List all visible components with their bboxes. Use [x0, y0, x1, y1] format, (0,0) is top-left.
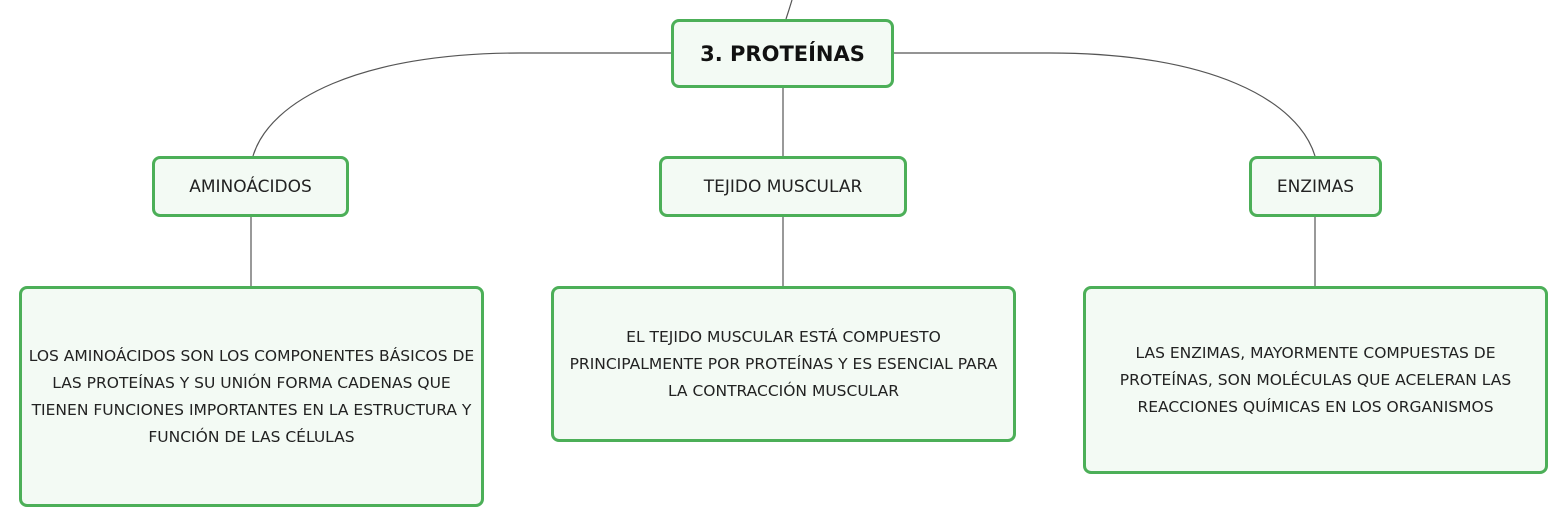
topic-node-tejido-muscular[interactable]: TEJIDO MUSCULAR [659, 156, 907, 217]
topic-node-label: TEJIDO MUSCULAR [703, 176, 863, 197]
connector-root-enzimas [894, 52, 1316, 157]
connector-root-aminoacidos [252, 52, 671, 157]
detail-node-aminoacidos[interactable]: LOS AMINOÁCIDOS SON LOS COMPONENTES BÁSI… [19, 286, 484, 507]
topic-node-aminoacidos[interactable]: AMINOÁCIDOS [152, 156, 349, 217]
root-node-label: 3. PROTEÍNAS [700, 41, 865, 66]
detail-node-text: EL TEJIDO MUSCULAR ESTÁ COMPUESTO PRINCI… [569, 327, 998, 400]
detail-node-enzimas[interactable]: LAS ENZIMAS, MAYORMENTE COMPUESTAS DE PR… [1083, 286, 1548, 474]
detail-node-text: LAS ENZIMAS, MAYORMENTE COMPUESTAS DE PR… [1119, 343, 1512, 416]
connector-incoming [785, 0, 793, 20]
topic-node-enzimas[interactable]: ENZIMAS [1249, 156, 1382, 217]
detail-node-tejido-muscular[interactable]: EL TEJIDO MUSCULAR ESTÁ COMPUESTO PRINCI… [551, 286, 1016, 442]
topic-node-label: AMINOÁCIDOS [189, 176, 312, 197]
root-node[interactable]: 3. PROTEÍNAS [671, 19, 894, 88]
topic-node-label: ENZIMAS [1276, 176, 1355, 197]
detail-node-text: LOS AMINOÁCIDOS SON LOS COMPONENTES BÁSI… [28, 346, 475, 446]
